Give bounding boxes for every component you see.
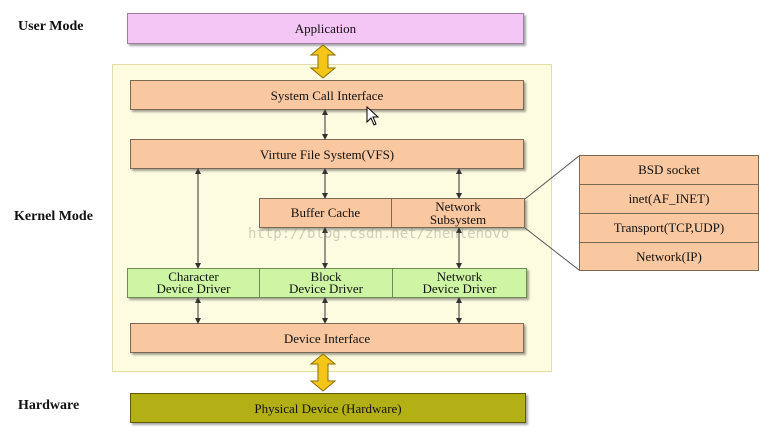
device-interface-box: Device Interface (130, 323, 524, 353)
inet-layer: inet(AF_INET) (580, 185, 758, 214)
character-driver-label-line2: Device Driver (156, 281, 231, 296)
buffer-cache-label: Buffer Cache (290, 205, 361, 220)
block-driver-label-line1: Block (310, 269, 342, 284)
user-mode-label: User Mode (18, 19, 84, 34)
mouse-cursor-icon (366, 105, 380, 131)
character-driver-label-line1: Character (168, 269, 219, 284)
network-driver-box: Network Device Driver (393, 268, 527, 298)
physical-device-label: Physical Device (Hardware) (254, 400, 402, 416)
network-stack-box: BSD socket inet(AF_INET) Transport(TCP,U… (579, 155, 759, 271)
hardware-label: Hardware (18, 398, 80, 413)
character-driver-box: Character Device Driver (127, 268, 260, 298)
block-driver-box: Block Device Driver (260, 268, 393, 298)
watermark-text: http://blog.csdn.net/zhenlenovo (248, 226, 510, 242)
transport-label: Transport(TCP,UDP) (613, 220, 725, 235)
cache-network-row: Buffer Cache Network Subsystem (259, 198, 525, 228)
bsd-socket-layer: BSD socket (580, 156, 758, 185)
system-call-interface-label: System Call Interface (270, 87, 384, 103)
block-driver-label-line2: Device Driver (289, 281, 363, 296)
network-driver-label-line1: Network (436, 269, 483, 284)
network-ip-layer: Network(IP) (580, 243, 758, 270)
network-driver-label-line2: Device Driver (422, 281, 497, 296)
network-subsystem-box: Network Subsystem (392, 198, 525, 228)
device-drivers-row: Character Device Driver Block Device Dri… (127, 268, 527, 298)
vfs-label: Virture File System(VFS) (259, 146, 395, 162)
application-box: Application (127, 13, 524, 44)
network-subsystem-label-line2: Subsystem (429, 212, 487, 227)
buffer-cache-box: Buffer Cache (259, 198, 392, 228)
inet-label: inet(AF_INET) (628, 191, 710, 206)
system-call-interface-box: System Call Interface (130, 80, 524, 110)
transport-layer: Transport(TCP,UDP) (580, 214, 758, 243)
vfs-box: Virture File System(VFS) (130, 139, 524, 169)
bsd-socket-label: BSD socket (638, 162, 700, 177)
network-subsystem-label-line1: Network (435, 199, 481, 214)
physical-device-box: Physical Device (Hardware) (130, 393, 526, 423)
device-interface-label: Device Interface (283, 330, 371, 346)
application-label: Application (294, 21, 357, 36)
kernel-mode-label: Kernel Mode (14, 209, 93, 224)
network-ip-label: Network(IP) (636, 248, 702, 264)
